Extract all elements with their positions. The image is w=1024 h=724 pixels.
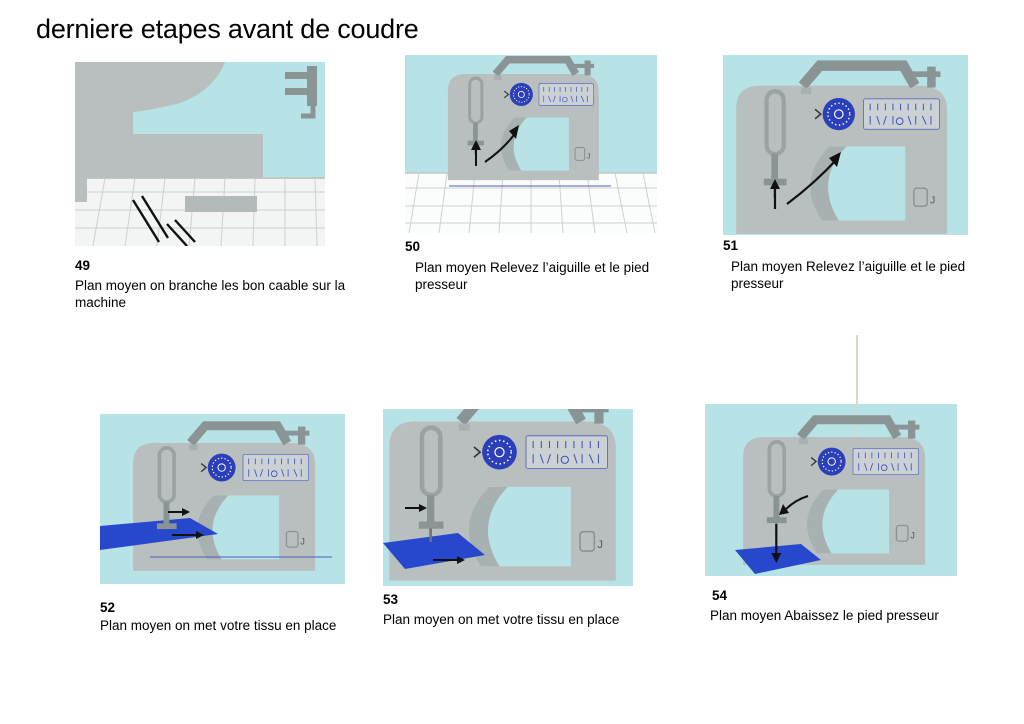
up-arrow: [471, 140, 481, 166]
machine-rear-closeup: [75, 62, 263, 212]
right-arrow-lower: [433, 556, 465, 564]
storyboard-panel-50: 50 Plan moyen Relevez l’aiguille et le p…: [405, 55, 675, 294]
down-arrow: [771, 524, 782, 563]
panel-52-image: [100, 414, 345, 584]
storyboard-panel-54: 54 Plan moyen Abaissez le pied presseur: [705, 404, 1005, 624]
presser-foot-overlay: [766, 496, 787, 524]
right-arrow-lower: [172, 531, 204, 539]
power-plug-icon: [285, 66, 317, 119]
storyboard-panel-53: 53 Plan moyen on met votre tissu en plac…: [383, 409, 693, 628]
panel-number: 50: [405, 239, 421, 254]
presser-foot-overlay: [156, 502, 177, 530]
fabric-swatch: [383, 533, 485, 569]
panel-caption: Plan moyen Relevez l’aiguille et le pied…: [731, 259, 966, 292]
panel-caption: Plan moyen Relevez l’aiguille et le pied…: [415, 260, 650, 293]
panel-number: 51: [723, 238, 739, 253]
presser-foot-overlay: [418, 495, 444, 542]
right-arrow-upper: [405, 504, 427, 512]
panel-caption: Plan moyen on branche les bon caable sur…: [75, 278, 346, 311]
curved-arrow: [484, 125, 519, 163]
floor-grid: [405, 172, 657, 233]
panel-caption: Plan moyen on met votre tissu en place: [383, 612, 620, 627]
storyboard-panel-52: 52 Plan moyen on met votre tissu en plac…: [100, 414, 400, 634]
cables: [131, 195, 196, 246]
curved-arrow: [779, 495, 809, 515]
panel-number: 54: [712, 588, 728, 603]
foot-pedal: [185, 196, 257, 212]
panel-number: 53: [383, 592, 399, 607]
panel-caption: Plan moyen Abaissez le pied presseur: [710, 608, 939, 623]
fabric-swatch: [100, 518, 218, 550]
panel-number: 49: [75, 258, 91, 273]
storyboard-panel-51: 51 Plan moyen Relevez l’aiguille et le p…: [723, 55, 983, 293]
up-arrow: [770, 179, 780, 209]
panel-49-image: [75, 62, 325, 246]
right-arrow-upper: [168, 508, 190, 516]
page-title: derniere etapes avant de coudre: [36, 14, 419, 44]
panel-50-image: [405, 55, 657, 233]
panel-number: 52: [100, 600, 116, 615]
storyboard-panel-49: 49 Plan moyen on branche les bon caable …: [75, 62, 375, 312]
panel-54-image: [705, 404, 957, 576]
panel-caption: Plan moyen on met votre tissu en place: [100, 618, 337, 633]
panel-53-image: [383, 409, 633, 586]
curved-arrow: [786, 152, 841, 205]
thread-line-decoration: [856, 335, 858, 404]
panel-51-image: [723, 55, 968, 235]
